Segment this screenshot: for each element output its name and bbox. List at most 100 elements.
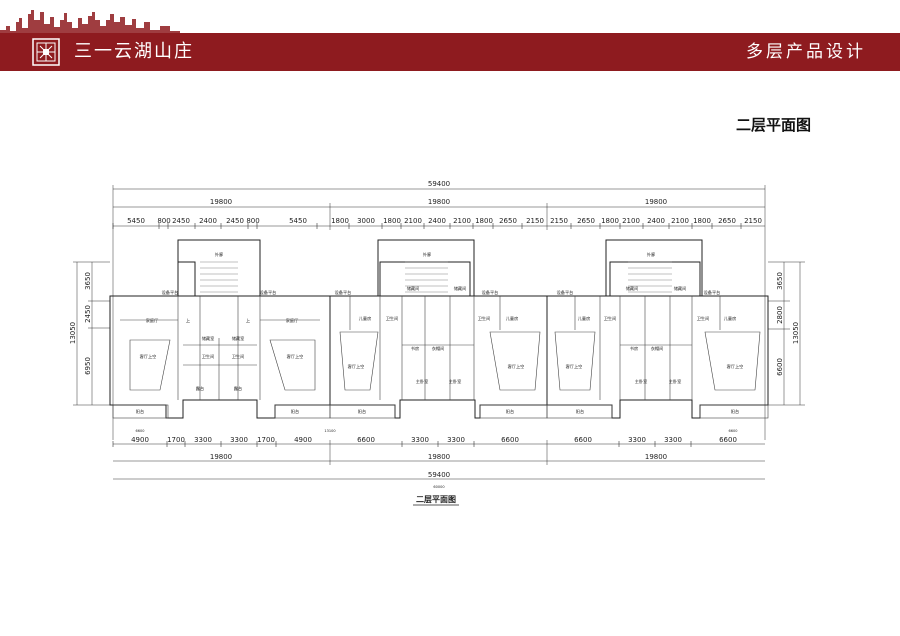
dim-segment: 1800 — [383, 217, 401, 225]
dim-segment: 2400 — [199, 217, 217, 225]
dim-left-overall: 13050 — [69, 322, 77, 344]
dim-segment: 2150 — [744, 217, 762, 225]
room-label: 客厅上空 — [566, 363, 583, 370]
room-label: 阳台 — [291, 408, 299, 415]
room-label: 儿童房 — [506, 315, 519, 322]
dim-segment: 2450 — [172, 217, 190, 225]
room-label: 卫生间 — [697, 315, 710, 322]
dim-segment: 2650 — [577, 217, 595, 225]
dim-segment: 2100 — [671, 217, 689, 225]
dim-right-part: 3650 — [776, 272, 784, 290]
dim-bottom-segment: 3300 — [664, 436, 682, 444]
room-label: 露台 — [234, 385, 242, 392]
room-label: 主卧室 — [669, 378, 682, 385]
page-title: 二层平面图 — [736, 116, 812, 134]
dim-segment: 2400 — [647, 217, 665, 225]
dim-segment: 3000 — [357, 217, 375, 225]
room-label: 上 — [246, 317, 250, 323]
dim-segment: 2100 — [453, 217, 471, 225]
room-label: 客厅上空 — [140, 353, 157, 360]
room-label: 上 — [186, 317, 190, 323]
dim-segment: 1800 — [475, 217, 493, 225]
room-label: 外廊 — [647, 251, 655, 258]
room-label: 储藏室 — [202, 335, 215, 342]
dim-bottom-segment: 3300 — [628, 436, 646, 444]
room-label: 儿童房 — [724, 315, 737, 322]
room-label: 阳台 — [731, 408, 739, 415]
room-label: 客厅上空 — [508, 363, 525, 370]
room-label: 设备平台 — [335, 289, 352, 296]
room-label: 外廊 — [423, 251, 431, 258]
dim-third-top: 19800 — [428, 198, 450, 206]
room-label: 客厅上空 — [348, 363, 365, 370]
dim-segment: 1800 — [693, 217, 711, 225]
room-label: 设备平台 — [260, 289, 277, 296]
header-banner — [0, 33, 900, 71]
dim-segment: 800 — [246, 217, 259, 225]
room-label: 客厅上空 — [727, 363, 744, 370]
dim-segment: 2150 — [550, 217, 568, 225]
dim-bottom-segment: 1700 — [257, 436, 275, 444]
room-label: 阳台 — [506, 408, 514, 415]
lattice-logo-icon — [32, 38, 60, 66]
room-label: 客厅上空 — [287, 353, 304, 360]
dim-right-overall: 13050 — [792, 322, 800, 344]
dim-segment: 5450 — [127, 217, 145, 225]
room-label: 储藏间 — [674, 285, 687, 292]
room-label: 阳台 — [576, 408, 584, 415]
room-label: 阳台 — [358, 408, 366, 415]
skyline-decoration — [0, 10, 180, 36]
dim-third-bottom: 19800 — [428, 453, 450, 461]
room-label: 衣帽间 — [651, 345, 664, 352]
dim-left-part: 6950 — [84, 357, 92, 375]
room-label: 设备平台 — [482, 289, 499, 296]
dim-segment: 2650 — [499, 217, 517, 225]
dim-bottom-segment: 6600 — [719, 436, 737, 444]
room-label: 主卧室 — [416, 378, 429, 385]
dim-segment: 2100 — [622, 217, 640, 225]
dim-segment: 2100 — [404, 217, 422, 225]
room-label: 儿童房 — [578, 315, 591, 322]
room-label: 书房 — [630, 345, 638, 352]
dim-segment: 1800 — [601, 217, 619, 225]
dim-note: 60000 — [433, 485, 444, 489]
room-label: 储藏室 — [232, 335, 245, 342]
dim-segment: 2400 — [428, 217, 446, 225]
dim-bottom-segment: 3300 — [411, 436, 429, 444]
room-label: 设备平台 — [557, 289, 574, 296]
dim-segment: 2150 — [526, 217, 544, 225]
room-label: 主卧室 — [635, 378, 648, 385]
dim-total-bottom: 59400 — [428, 471, 450, 479]
room-label: 衣帽间 — [432, 345, 445, 352]
dim-bottom-segment: 3300 — [447, 436, 465, 444]
dim-third-top: 19800 — [645, 198, 667, 206]
room-label: 设备平台 — [162, 289, 179, 296]
dim-bottom-segment: 3300 — [230, 436, 248, 444]
dim-bottom-segment: 4900 — [294, 436, 312, 444]
room-label: 储藏间 — [454, 285, 467, 292]
room-label: 书房 — [411, 345, 419, 352]
dim-note: 6600 — [136, 429, 145, 433]
room-label: 主卧室 — [449, 378, 462, 385]
room-label: 露台 — [196, 385, 204, 392]
dim-bottom-segment: 3300 — [194, 436, 212, 444]
dim-segment: 1800 — [331, 217, 349, 225]
dim-bottom-segment: 6600 — [501, 436, 519, 444]
dim-third-top: 19800 — [210, 198, 232, 206]
room-label: 储藏间 — [626, 285, 639, 292]
dim-note: 13100 — [324, 429, 335, 433]
dim-third-bottom: 19800 — [210, 453, 232, 461]
room-label: 卫生间 — [604, 315, 617, 322]
dim-segment: 5450 — [289, 217, 307, 225]
room-label: 储藏间 — [407, 285, 420, 292]
dim-right-part: 6600 — [776, 358, 784, 376]
brand-title: 三一云湖山庄 — [74, 41, 194, 62]
room-label: 卫生间 — [478, 315, 491, 322]
dim-third-bottom: 19800 — [645, 453, 667, 461]
dim-note: 6600 — [729, 429, 738, 433]
dim-bottom-segment: 6600 — [357, 436, 375, 444]
room-label: 卫生间 — [232, 353, 245, 360]
dim-left-part: 3650 — [84, 272, 92, 290]
room-label: 家庭厅 — [146, 317, 159, 324]
dim-segment: 800 — [157, 217, 170, 225]
